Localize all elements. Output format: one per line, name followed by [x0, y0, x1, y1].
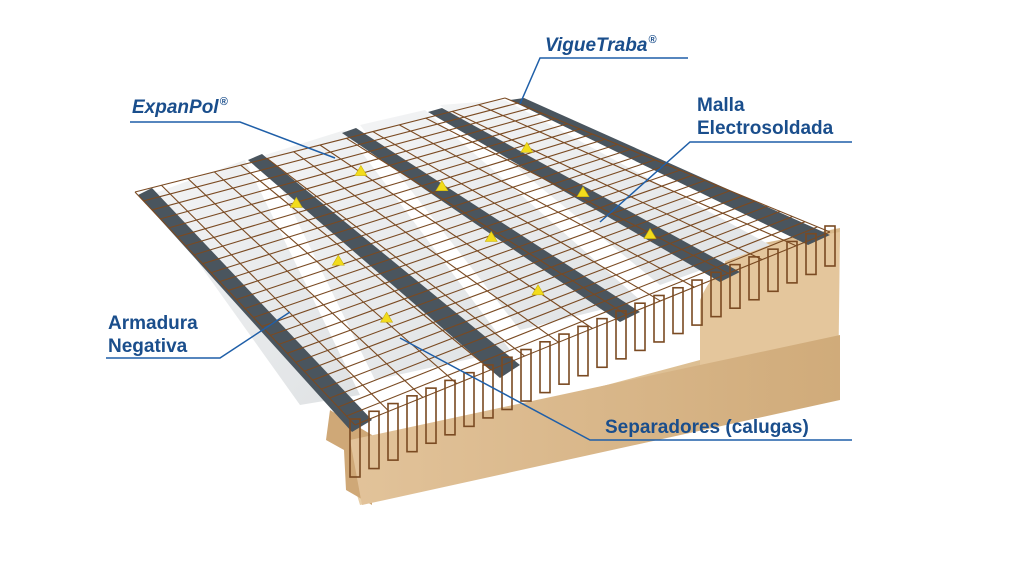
- label-expanpol-text: ExpanPol: [132, 97, 219, 118]
- mesh-bar: [266, 157, 525, 357]
- label-malla-line2: Electrosoldada: [697, 118, 834, 139]
- stirrup: [387, 402, 399, 461]
- stirrup: [748, 256, 760, 301]
- label-armadura: Armadura Negativa: [108, 312, 198, 358]
- malla-electrosoldada: [134, 97, 831, 426]
- stirrup: [672, 286, 684, 335]
- stirrup: [729, 263, 741, 310]
- label-separadores-text: Separadores (calugas): [605, 417, 809, 438]
- wood-beam-bottom: [350, 335, 840, 505]
- label-separadores: Separadores (calugas): [605, 416, 809, 439]
- wood-formwork: [326, 228, 840, 505]
- mesh-bar: [372, 131, 661, 302]
- mesh-bar: [213, 171, 458, 385]
- stirrup: [596, 317, 608, 369]
- stirrup: [805, 232, 817, 276]
- leader-armadura: [106, 311, 291, 359]
- leader-malla: [599, 141, 852, 223]
- label-armadura-line2: Negativa: [108, 336, 188, 357]
- mesh-bar: [504, 97, 831, 233]
- spacer: [484, 230, 498, 242]
- mesh-bar: [451, 110, 763, 261]
- separadores: [289, 141, 657, 323]
- mesh-bar: [346, 137, 627, 316]
- stirrup: [786, 240, 798, 284]
- mesh-bar: [478, 104, 797, 247]
- stirrup: [691, 279, 703, 326]
- stirrup: [406, 395, 418, 453]
- stirrup: [615, 310, 627, 360]
- stirrup: [349, 418, 361, 478]
- label-expanpol: ExpanPol®: [132, 96, 228, 119]
- stirrup: [425, 387, 437, 445]
- stirrup: [368, 410, 380, 470]
- leader-viguetraba: [519, 57, 688, 105]
- stirrup: [824, 225, 836, 267]
- mesh-bar: [161, 184, 390, 412]
- spacer: [643, 227, 657, 239]
- stirrup: [577, 325, 589, 377]
- spacer: [531, 284, 545, 296]
- stirrup: [539, 340, 551, 394]
- spacer: [289, 196, 303, 208]
- mesh-bar: [293, 151, 559, 343]
- label-viguetraba-mark: ®: [648, 34, 657, 46]
- leader-expanpol: [130, 121, 336, 159]
- stirrup: [520, 348, 532, 402]
- spacer: [354, 164, 368, 176]
- spacer: [380, 311, 394, 323]
- spacer: [435, 180, 449, 191]
- stirrup: [767, 248, 779, 293]
- leader-lines: [106, 57, 852, 441]
- label-armadura-line1: Armadura: [108, 313, 198, 334]
- mesh-bar: [425, 117, 729, 274]
- label-viguetraba-text: VigueTraba: [545, 35, 648, 56]
- label-expanpol-mark: ®: [219, 96, 228, 108]
- stirrup: [463, 371, 475, 428]
- stirrup: [634, 302, 646, 352]
- stirrup: [710, 271, 722, 318]
- mesh-bar: [240, 164, 492, 371]
- spacer: [576, 186, 590, 197]
- label-viguetraba: VigueTraba®: [545, 34, 657, 57]
- label-malla: Malla Electrosoldada: [697, 94, 833, 140]
- beam-2: [248, 154, 520, 378]
- stirrup: [482, 364, 494, 419]
- mesh-bar: [187, 178, 424, 398]
- stirrup: [444, 379, 456, 436]
- leader-separadores: [399, 337, 852, 441]
- mesh-bar: [399, 124, 695, 288]
- label-malla-line1: Malla: [697, 95, 745, 116]
- mesh-bar: [134, 191, 356, 426]
- stirrup: [501, 356, 513, 411]
- stirrup: [558, 333, 570, 385]
- stirrup: [653, 294, 665, 343]
- stirrups: [349, 225, 836, 478]
- foam-panel-1: [150, 160, 360, 405]
- spacer: [331, 254, 345, 266]
- spacer: [520, 141, 534, 153]
- beam-1: [138, 188, 372, 432]
